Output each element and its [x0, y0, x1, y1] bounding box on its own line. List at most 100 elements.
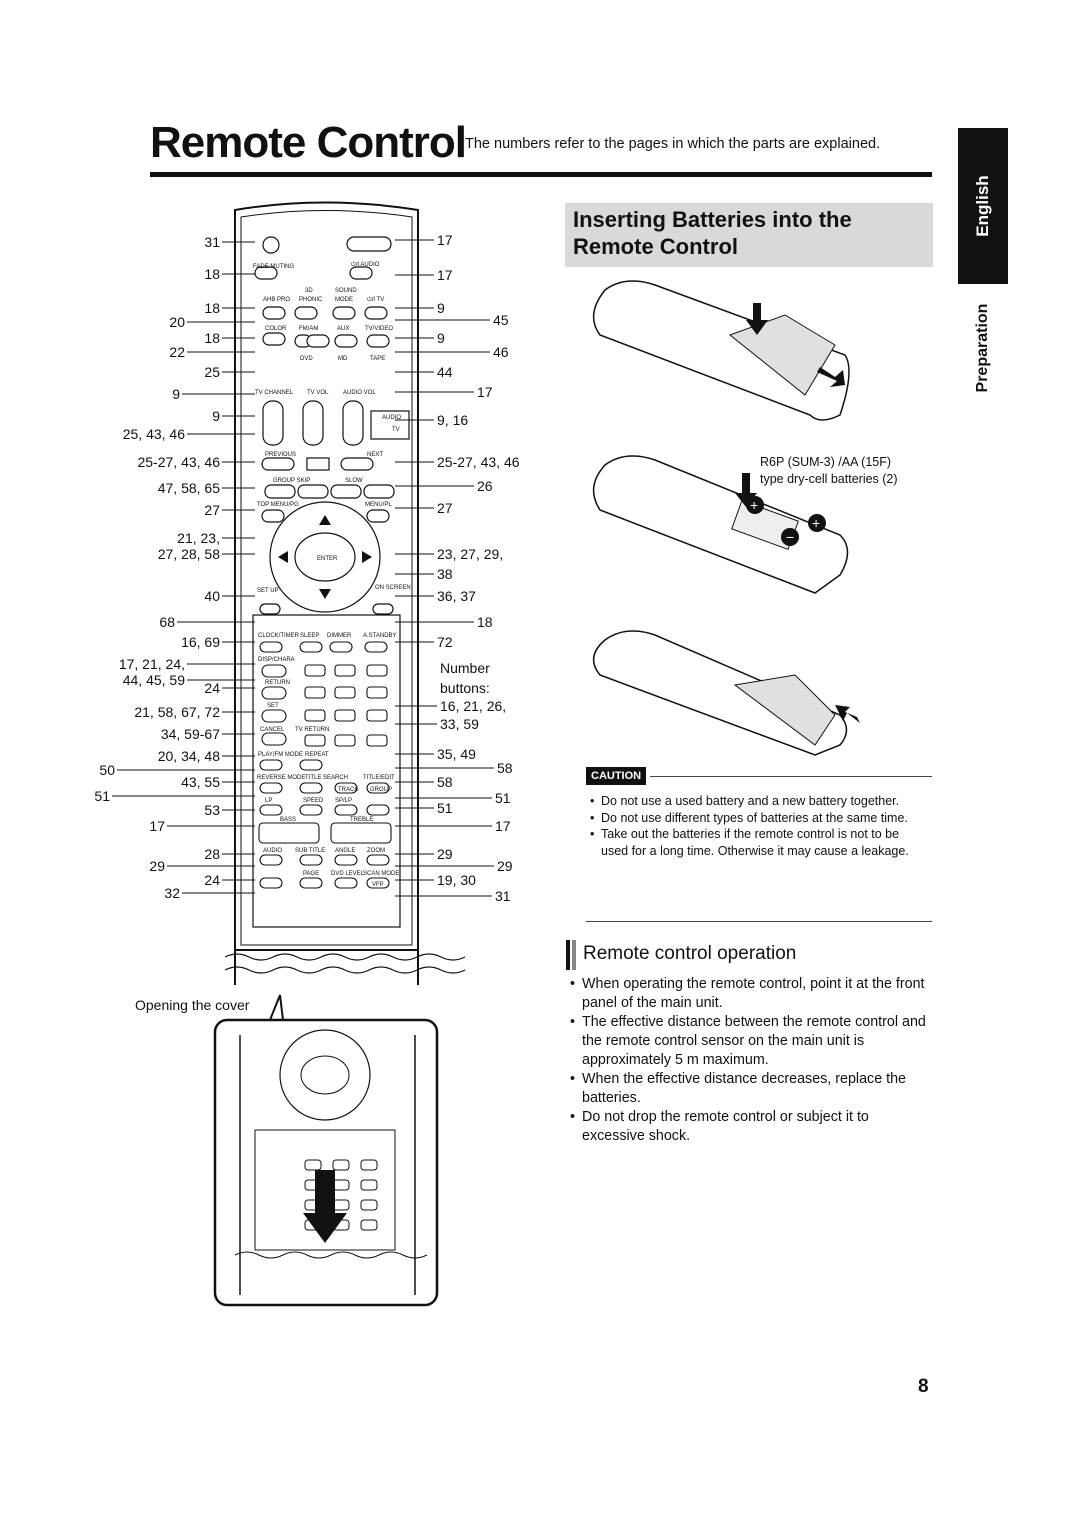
page-title: Remote Control — [150, 118, 467, 167]
battery-section-header — [565, 203, 933, 267]
battery-section-title: Inserting Batteries into the Remote Cont… — [573, 207, 852, 259]
page-ref-left: 17 — [149, 818, 165, 834]
operation-list: When operating the remote control, point… — [570, 975, 932, 1146]
page-ref-right: 9 — [437, 300, 445, 316]
page-ref-right: 17 — [437, 232, 453, 248]
ahb-pro-label: AHB PRO — [263, 297, 290, 303]
previous-label: PREVIOUS — [265, 452, 296, 458]
return-label: RETURN — [265, 680, 290, 686]
page-ref-right: 51 — [495, 790, 511, 806]
page-ref-left: 18 — [204, 300, 220, 316]
caution-list: Do not use a used battery and a new batt… — [590, 793, 920, 859]
page-ref-right: 29 — [497, 858, 513, 874]
enter-label: ENTER — [317, 556, 338, 562]
page-ref-left: 18 — [204, 266, 220, 282]
set-label: SET — [267, 703, 279, 709]
tv-vol-label: TV VOL — [307, 390, 329, 396]
page-ref-left: 25-27, 43, 46 — [137, 454, 220, 470]
page-ref-left: 32 — [164, 885, 180, 901]
page-ref-right: 44 — [437, 364, 453, 380]
aux-label: AUX — [337, 326, 349, 332]
page-ref-right: 31 — [495, 888, 511, 904]
caution-item: Do not use a used battery and a new batt… — [590, 793, 920, 810]
page-ref-right: 27 — [437, 500, 453, 516]
page-ref-left: 24 — [204, 872, 220, 888]
page-ref-right: Number — [440, 660, 490, 676]
page-ref-left: 27 — [204, 502, 220, 518]
dvd-label: DVD — [300, 356, 313, 362]
title-search-label: TITLE SEARCH — [305, 775, 348, 781]
page-ref-left: 51 — [95, 788, 110, 804]
operation-item: The effective distance between the remot… — [570, 1013, 932, 1070]
group-label: GROUP — [370, 787, 392, 793]
disp-chara-label: DISP/CHARA — [258, 657, 295, 663]
svg-text:+: + — [750, 497, 758, 513]
bass-label: BASS — [280, 817, 296, 823]
page-ref-left: 9 — [172, 386, 180, 402]
page-ref-left: 21, 23, — [177, 530, 220, 546]
vfp-label: VFP — [372, 882, 384, 888]
cancel-label: CANCEL — [260, 727, 285, 733]
page-ref-left: 24 — [204, 680, 220, 696]
page-ref-left: 31 — [204, 234, 220, 250]
page-ref-left: 29 — [149, 858, 165, 874]
set-up-label: SET UP — [257, 588, 279, 594]
svg-text:+: + — [812, 515, 820, 531]
page-ref-right: 35, 49 — [437, 746, 476, 762]
page-ref-left: 25 — [204, 364, 220, 380]
page-ref-left: 20, 34, 48 — [158, 748, 220, 764]
tape-label: TAPE — [370, 356, 385, 362]
audio2-label: AUDIO — [263, 848, 282, 854]
battery-illustrations: + + − — [592, 280, 860, 756]
operation-marker-light — [572, 940, 576, 970]
page-ref-left: 21, 58, 67, 72 — [134, 704, 220, 720]
title-rule — [150, 172, 932, 177]
page-ref-right: 33, 59 — [440, 716, 479, 732]
caution-item: Take out the batteries if the remote con… — [590, 826, 920, 859]
page-ref-right: 58 — [497, 760, 513, 776]
page-ref-right: 45 — [493, 312, 509, 328]
page-ref-right: 9 — [437, 330, 445, 346]
page-ref-right: 46 — [493, 344, 509, 360]
fade-muting-label: FADE MUTING — [253, 264, 294, 270]
operation-item: Do not drop the remote control or subjec… — [570, 1108, 932, 1146]
page-ref-right: 36, 37 — [437, 588, 476, 604]
battery-type-label: R6P (SUM-3) /AA (15F) type dry-cell batt… — [760, 454, 898, 488]
audio-vol-label: AUDIO VOL — [343, 390, 376, 396]
page-ref-right: 16, 21, 26, — [440, 698, 506, 714]
page-ref-right: 38 — [437, 566, 453, 582]
language-tab: English — [958, 128, 1008, 284]
svg-text:−: − — [786, 529, 794, 545]
operation-item: When operating the remote control, point… — [570, 975, 932, 1013]
title-edit-label: TITLE/EDIT — [363, 775, 395, 781]
page-ref-left: 25, 43, 46 — [123, 426, 185, 442]
page-ref-left: 34, 59-67 — [161, 726, 220, 742]
page-subtitle: The numbers refer to the pages in which … — [465, 136, 881, 152]
page-ref-right: 58 — [437, 774, 453, 790]
page-ref-left: 40 — [204, 588, 220, 604]
repeat-label: REPEAT — [305, 752, 329, 758]
page-ref-left: 44, 45, 59 — [123, 672, 185, 688]
page-ref-right: buttons: — [440, 680, 490, 696]
operation-item: When the effective distance decreases, r… — [570, 1070, 932, 1108]
md-label: MD — [338, 356, 348, 362]
sp-lp-label: SP/LP — [335, 798, 352, 804]
menu-pl-label: MENU/PL — [365, 502, 392, 508]
page-ref-right: 17 — [437, 267, 453, 283]
color-label: COLOR — [265, 326, 287, 332]
page-ref-right: 29 — [437, 846, 453, 862]
page-number: 8 — [918, 1376, 929, 1397]
page-ref-left: 16, 69 — [181, 634, 220, 650]
clock-timer-label: CLOCK/TIMER — [258, 633, 300, 639]
a-standby-label: A.STANDBY — [363, 633, 397, 639]
page-ref-left: 27, 28, 58 — [158, 546, 220, 562]
sub-title-label: SUB TITLE — [295, 848, 325, 854]
caution-item: Do not use different types of batteries … — [590, 810, 920, 827]
caution-badge: CAUTION — [586, 767, 647, 785]
caution-rule — [650, 776, 932, 777]
battery-type-line1: R6P (SUM-3) /AA (15F) — [760, 455, 892, 469]
battery-type-line2: type dry-cell batteries (2) — [760, 472, 898, 486]
page-ref-left: 20 — [169, 314, 185, 330]
scan-mode-label: SCAN MODE — [363, 871, 399, 877]
track-label: TRACK — [338, 787, 358, 793]
